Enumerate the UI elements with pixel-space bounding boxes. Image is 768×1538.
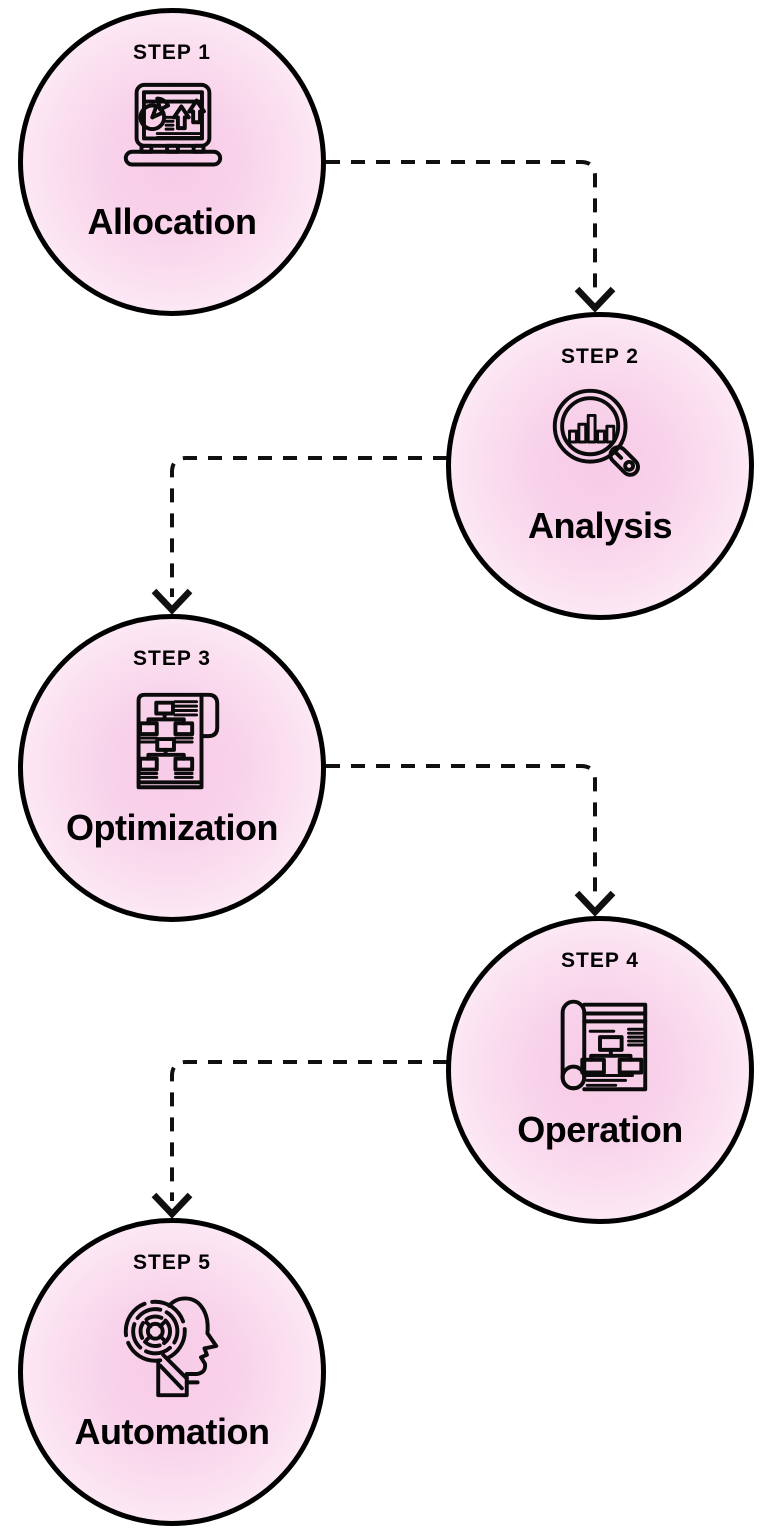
step-label: STEP 3: [133, 647, 211, 670]
step-label: STEP 5: [133, 1251, 211, 1274]
arrowhead-down-icon: [151, 588, 193, 615]
step-label: STEP 1: [133, 41, 211, 64]
step-circle-2: STEP 2 A: [446, 312, 754, 620]
scroll-flowchart-icon: [113, 683, 231, 801]
step-label: STEP 2: [561, 345, 639, 368]
step-title: Operation: [517, 1109, 683, 1150]
connector-step3-step4: [326, 764, 616, 917]
arrowhead-down-icon: [574, 890, 616, 917]
blueprint-flowchart-icon: [541, 985, 659, 1103]
step-circle-3: STEP 3: [18, 614, 326, 922]
connector-step1-step2: [326, 160, 616, 313]
magnifier-bar-chart-icon: [541, 381, 659, 499]
step-circle-4: STEP 4: [446, 916, 754, 1224]
step-label: STEP 4: [561, 949, 639, 972]
connector-step4-step5: [151, 1060, 447, 1219]
laptop-analytics-icon: [113, 77, 231, 195]
step-title: Allocation: [87, 201, 257, 242]
arrowhead-down-icon: [151, 1192, 193, 1219]
step-title: Optimization: [66, 807, 279, 848]
step-title: Analysis: [527, 505, 673, 546]
step-title: Automation: [74, 1411, 270, 1452]
step-circle-5: STEP 5 Automation: [18, 1218, 326, 1526]
connector-step2-step3: [151, 456, 447, 615]
step-circle-1: STEP 1: [18, 8, 326, 316]
arrowhead-down-icon: [574, 286, 616, 313]
head-gear-maze-icon: [113, 1287, 231, 1405]
